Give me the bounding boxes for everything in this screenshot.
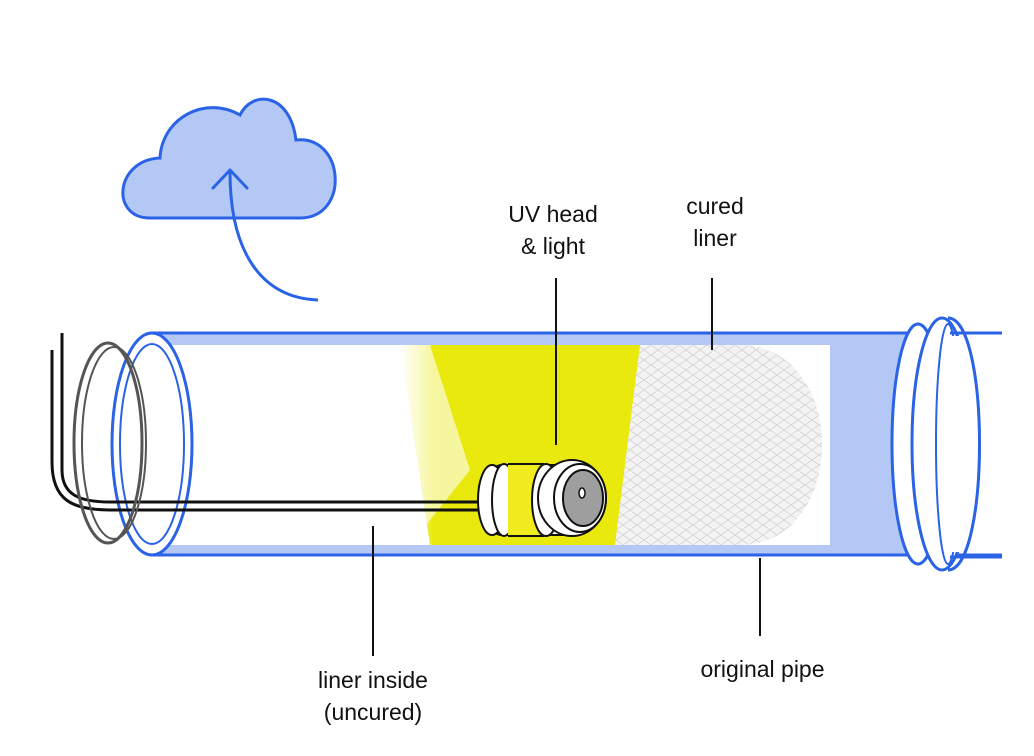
uv-head [477, 459, 607, 537]
uv-head-label-line2: & light [521, 233, 585, 259]
cured-liner-label-line2: liner [693, 225, 737, 251]
original-pipe-label-line1: original pipe [700, 656, 825, 682]
original-pipe-label: original pipe [680, 653, 845, 685]
pipe-right-flange [890, 316, 1005, 572]
pipe-left-end [110, 331, 194, 557]
cured-liner-section [615, 345, 822, 545]
uv-cable [50, 333, 480, 512]
cable-ring [72, 341, 147, 545]
uv-light-beam [380, 345, 680, 545]
uv-head-label: UV head & light [493, 198, 613, 262]
liner-inside-label: liner inside (uncured) [288, 664, 458, 728]
cloud-upload-icon [121, 97, 337, 302]
liner-inside-label-line2: (uncured) [323, 699, 423, 725]
cured-liner-label: cured liner [660, 190, 770, 254]
uv-head-label-line1: UV head [508, 201, 598, 227]
liner-inside-label-line1: liner inside [318, 667, 428, 693]
cured-liner-label-line1: cured [686, 193, 744, 219]
